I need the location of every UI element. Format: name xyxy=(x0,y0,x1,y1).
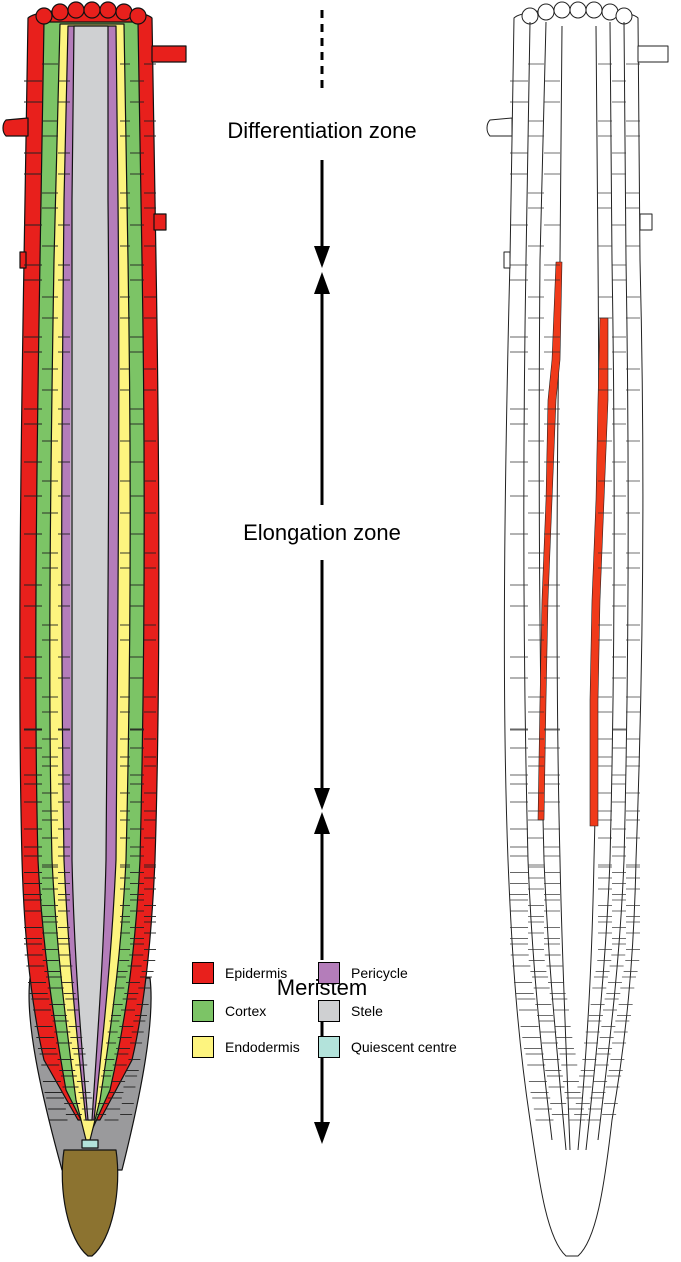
marker-strip-right xyxy=(589,317,609,827)
legend-item-stele: Stele xyxy=(318,1000,383,1022)
legend-label: Cortex xyxy=(225,1003,267,1019)
cell-walls xyxy=(24,63,156,1121)
legend-item-epidermis: Epidermis xyxy=(192,962,287,984)
cell-walls xyxy=(510,63,640,1121)
root-hair xyxy=(2,117,29,137)
legend-label: Quiescent centre xyxy=(351,1039,457,1055)
legend-swatch xyxy=(192,1000,214,1022)
arrow-head-up xyxy=(314,272,330,294)
root-hair xyxy=(153,213,167,231)
outline-tip-cells xyxy=(521,1,633,25)
legend-item-cortex: Cortex xyxy=(192,1000,266,1022)
zone-label-differentiation: Differentiation zone xyxy=(227,118,417,143)
root-hair xyxy=(639,213,653,231)
legend-swatch xyxy=(192,962,214,984)
legend-item-quiescent-centre: Quiescent centre xyxy=(318,1036,457,1058)
legend-label: Epidermis xyxy=(225,965,288,981)
zone-arrows xyxy=(314,10,330,1144)
outline-root xyxy=(486,1,669,1257)
outline-file-line xyxy=(556,25,571,1151)
epidermis-tip-cells xyxy=(35,1,147,25)
legend-label: Stele xyxy=(351,1003,383,1019)
columella xyxy=(61,1149,119,1257)
arrow-head-down xyxy=(314,788,330,810)
arrow-head-down xyxy=(314,246,330,268)
zone-label-elongation: Elongation zone xyxy=(243,520,401,545)
arrow-head-down xyxy=(314,1122,330,1144)
outline-root-body xyxy=(503,8,644,1257)
quiescent-centre xyxy=(81,1139,99,1149)
legend-swatch xyxy=(318,962,340,984)
root-hair xyxy=(637,45,669,63)
root-hair xyxy=(486,117,513,137)
legend-swatch xyxy=(318,1000,340,1022)
root-hair xyxy=(503,251,511,269)
legend-swatch xyxy=(192,1036,214,1058)
root-hair xyxy=(151,45,187,63)
legend-label: Pericycle xyxy=(351,965,408,981)
colored-root xyxy=(2,1,187,1257)
legend-swatch xyxy=(318,1036,340,1058)
legend-item-endodermis: Endodermis xyxy=(192,1036,300,1058)
legend-item-pericycle: Pericycle xyxy=(318,962,408,984)
outline-file-line xyxy=(523,21,553,1141)
arrow-head-up xyxy=(314,812,330,834)
legend-label: Endodermis xyxy=(225,1039,300,1055)
root-hair xyxy=(19,251,27,269)
